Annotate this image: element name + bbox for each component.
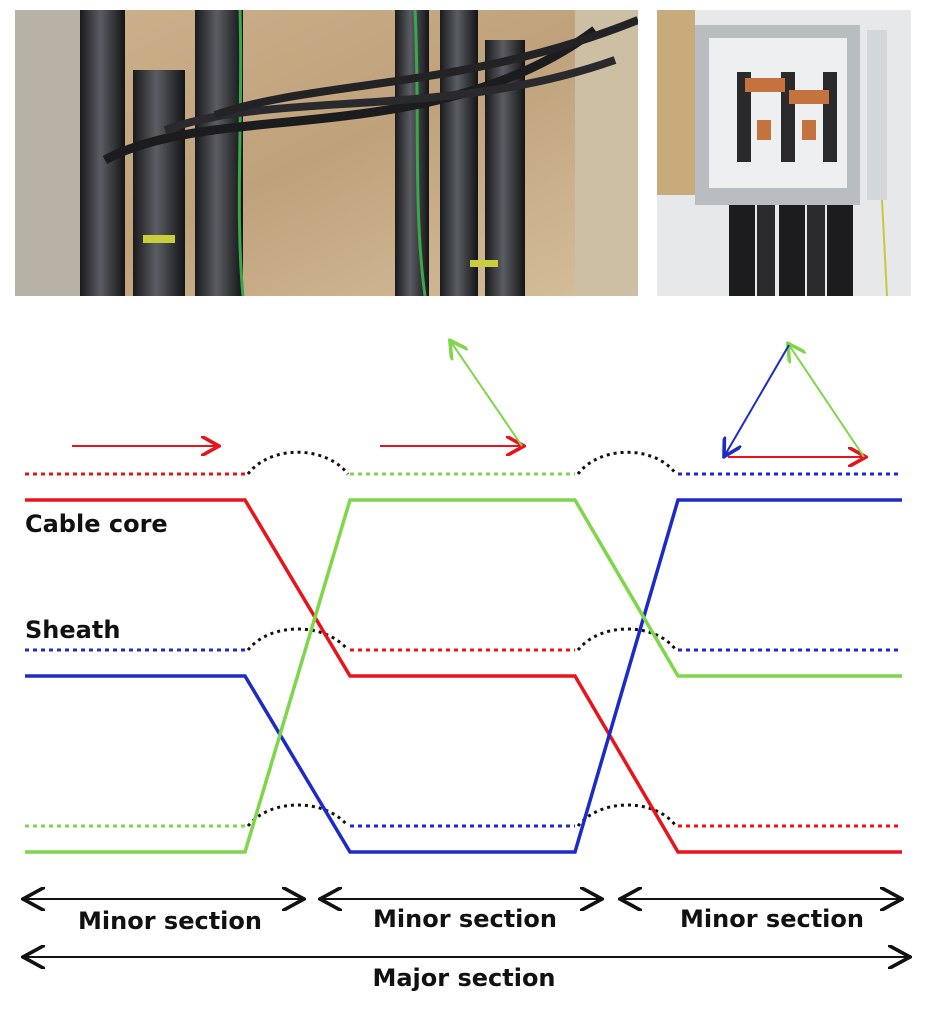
- sheath-label: Sheath: [25, 616, 120, 644]
- cable-core-green: [25, 498, 902, 854]
- bonding-link: [246, 627, 350, 651]
- major-section-label: Major section: [372, 964, 555, 992]
- cable-trench-photo: [15, 10, 638, 296]
- phase-vector-arrow: [451, 342, 523, 447]
- minor-section-label: Minor section: [373, 905, 557, 933]
- bonding-link: [246, 803, 350, 827]
- phase-vector-arrow: [725, 344, 790, 455]
- phase-vector-arrow: [789, 345, 865, 458]
- link-box-photo: [657, 10, 911, 296]
- minor-section-label: Minor section: [78, 907, 262, 935]
- minor-section-label: Minor section: [680, 905, 864, 933]
- bonding-link: [576, 627, 678, 651]
- cable-core-blue: [25, 498, 902, 854]
- bonding-link: [246, 450, 350, 475]
- bonding-link: [576, 450, 678, 475]
- bonding-link: [576, 803, 678, 827]
- cable-core-red: [25, 498, 902, 854]
- cable-core-label: Cable core: [25, 510, 168, 538]
